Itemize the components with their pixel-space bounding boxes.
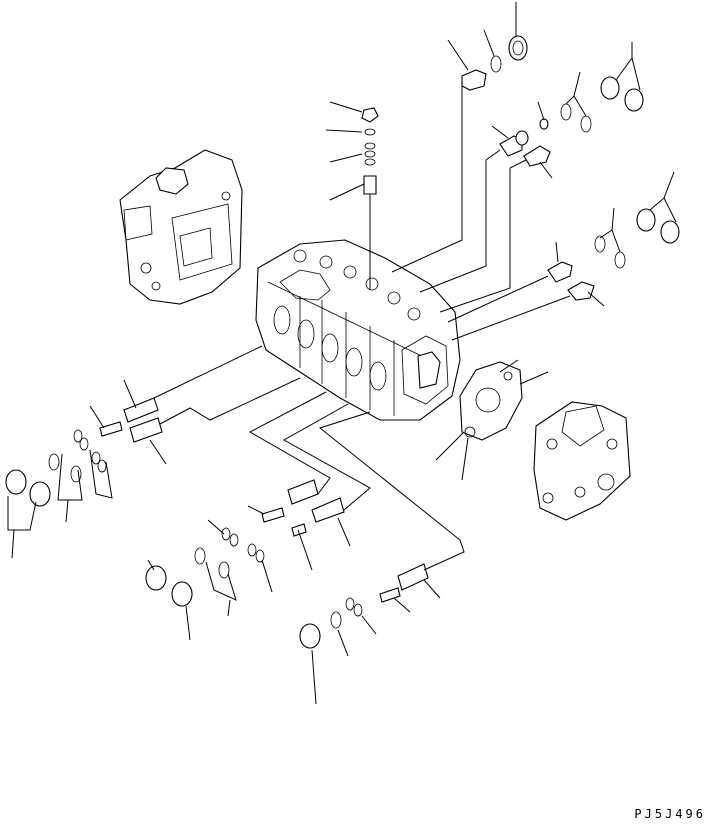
main-valve-body	[255, 239, 461, 421]
gasket-plate	[459, 361, 523, 441]
left-end-cover	[119, 149, 243, 305]
top-center-stack	[361, 107, 379, 290]
right-end-cover	[533, 401, 631, 521]
leader-lines	[7, 2, 677, 705]
left-spool-parts	[5, 397, 429, 649]
top-right-parts	[461, 35, 680, 301]
drawing-code: PJ5J496	[634, 807, 706, 821]
